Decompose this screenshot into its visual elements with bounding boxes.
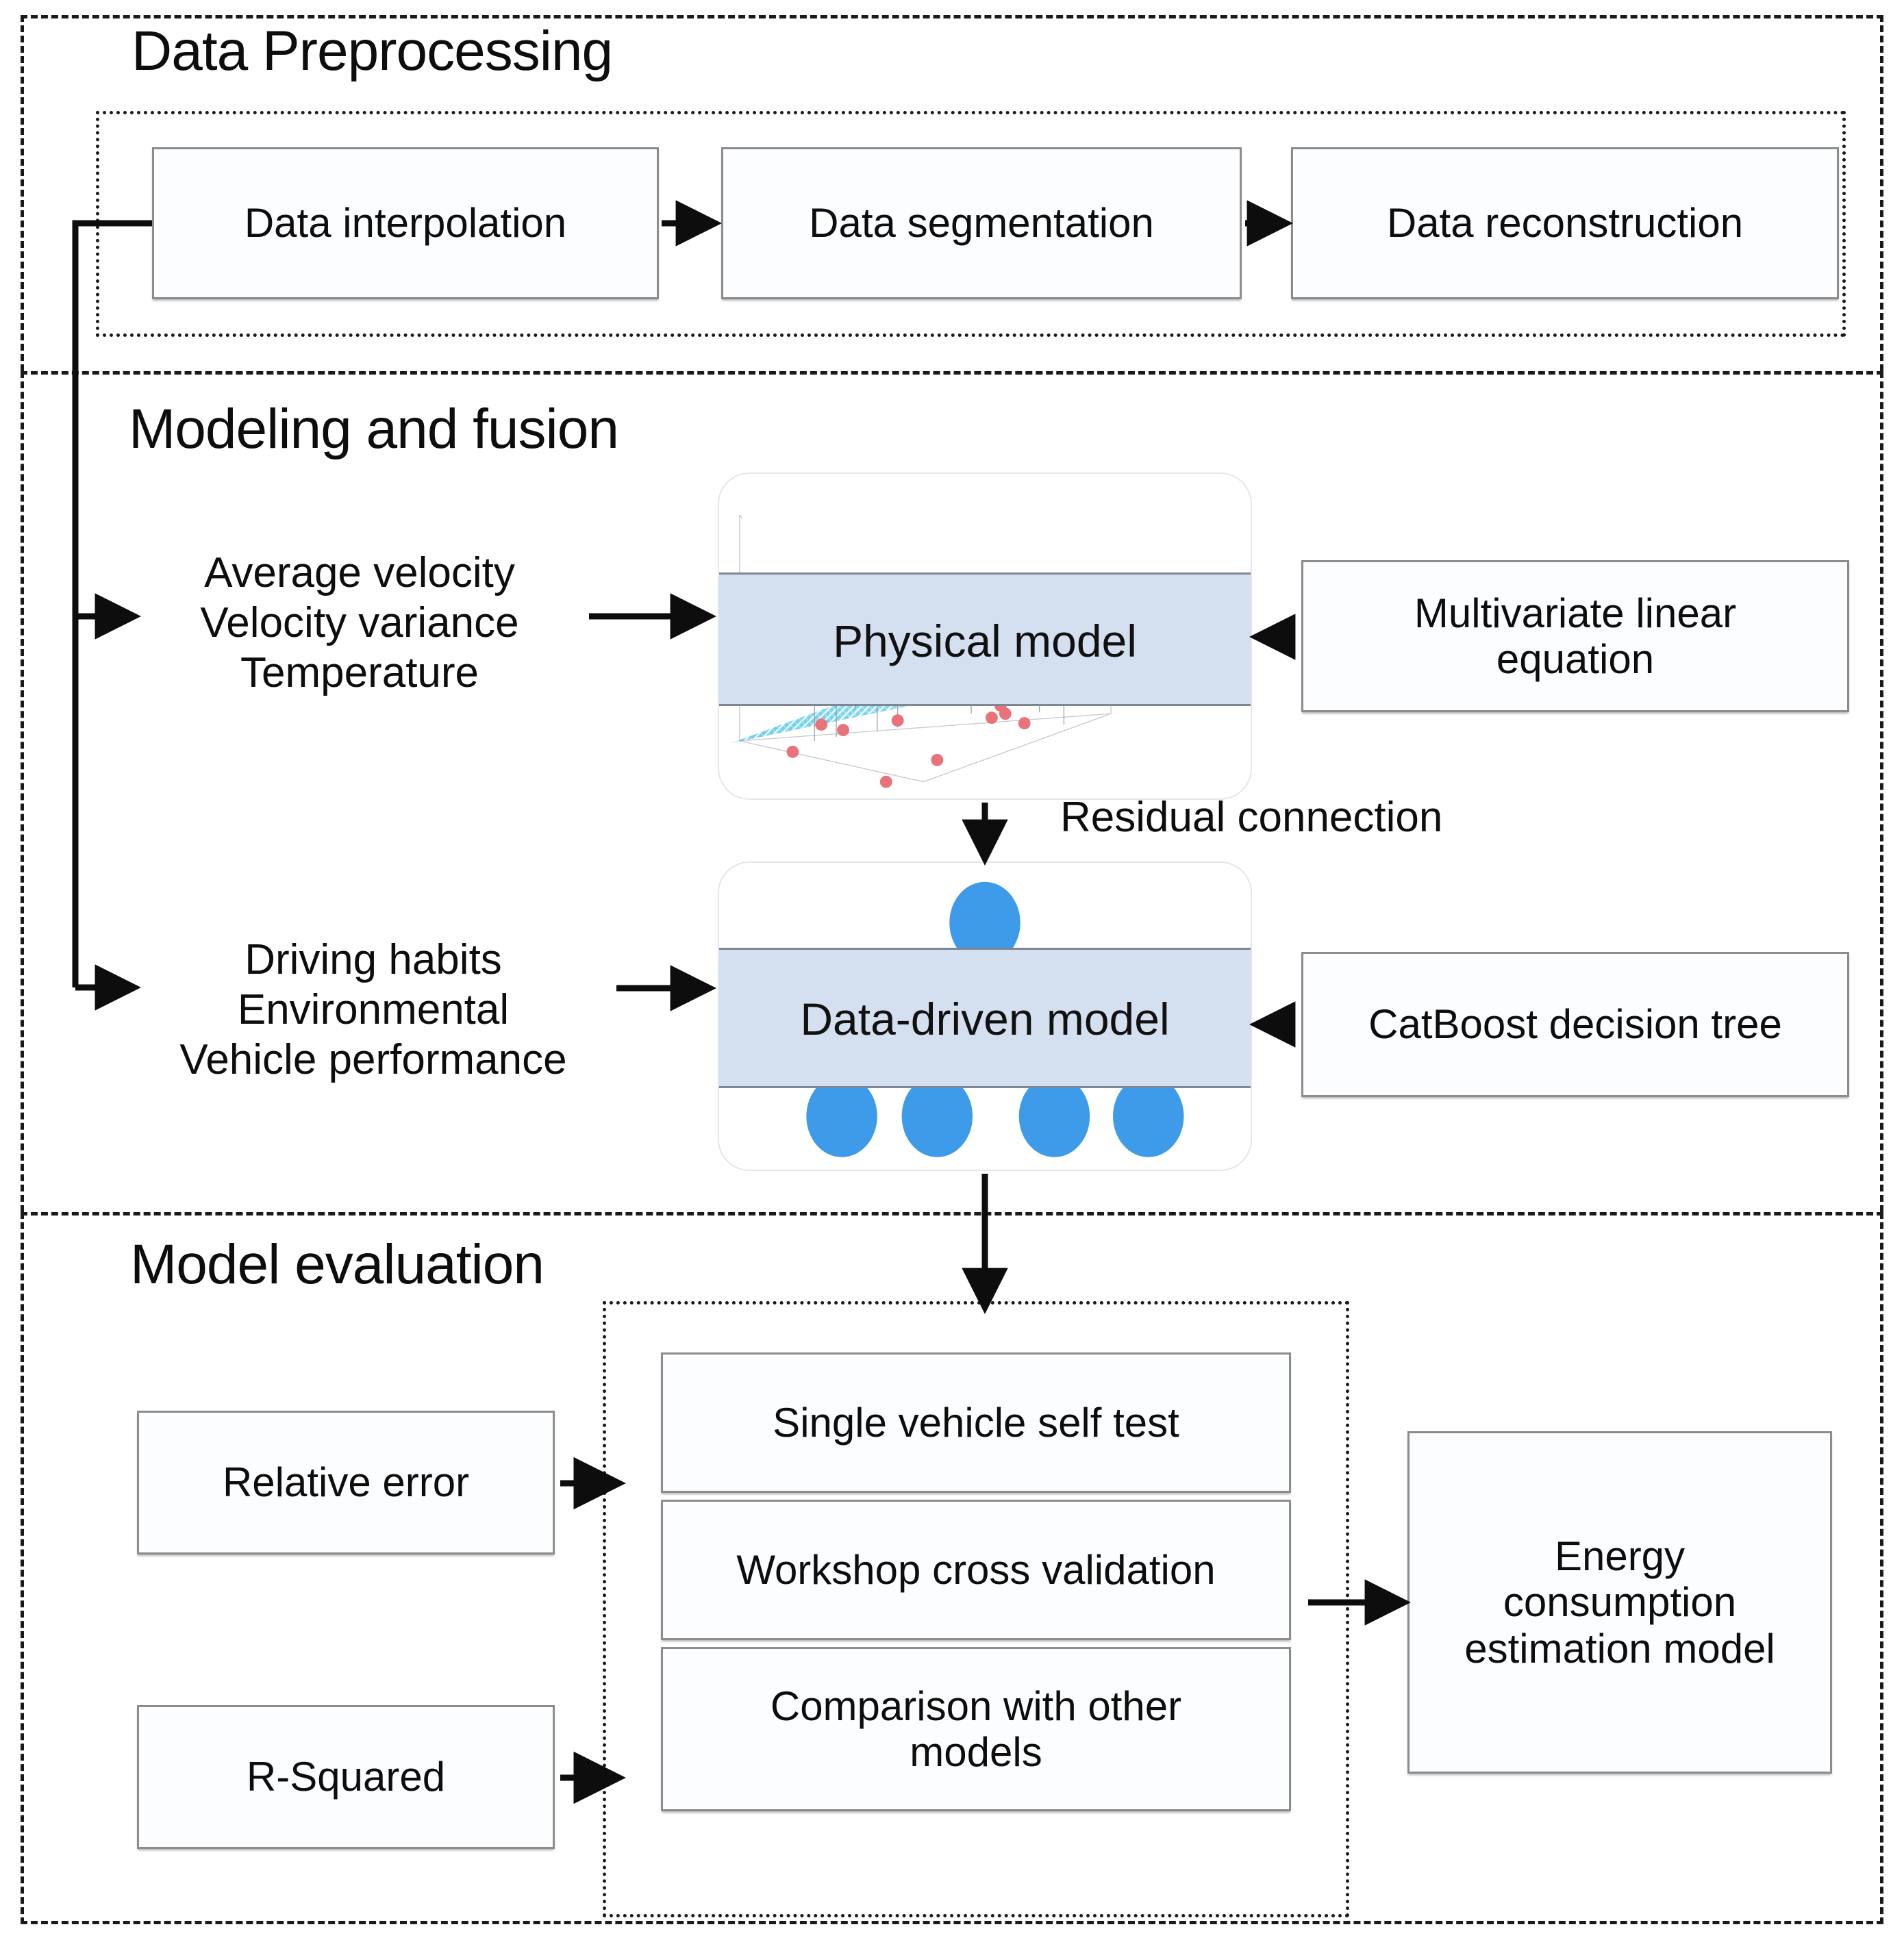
- box-multivariate-linear-equation[interactable]: Multivariate linear equation: [1301, 560, 1849, 712]
- box-energy-consumption-estimation-model-label: Energy consumption estimation model: [1464, 1533, 1775, 1672]
- box-data-segmentation[interactable]: Data segmentation: [721, 147, 1242, 299]
- section-title-preprocessing: Data Preprocessing: [131, 20, 613, 82]
- box-data-interpolation[interactable]: Data interpolation: [152, 147, 659, 299]
- box-energy-consumption-estimation-model[interactable]: Energy consumption estimation model: [1407, 1431, 1832, 1774]
- box-single-vehicle-self-test[interactable]: Single vehicle self test: [661, 1352, 1291, 1493]
- label-datadriven-inputs: Driving habits Environmental Vehicle per…: [179, 936, 567, 1084]
- label-data-driven-model: Data-driven model: [800, 994, 1170, 1044]
- box-data-reconstruction[interactable]: Data reconstruction: [1291, 147, 1839, 299]
- section-model-evaluation: [21, 1212, 1883, 1924]
- label-residual-connection: Residual connection: [1060, 794, 1443, 841]
- box-workshop-cross-validation[interactable]: Workshop cross validation: [661, 1500, 1291, 1640]
- label-physical-inputs: Average velocity Velocity variance Tempe…: [200, 549, 519, 697]
- box-catboost-decision-tree[interactable]: CatBoost decision tree: [1301, 952, 1849, 1097]
- box-relative-error[interactable]: Relative error: [137, 1411, 555, 1554]
- card-data-driven-model[interactable]: Data-driven model: [718, 861, 1252, 1171]
- box-multivariate-linear-equation-label: Multivariate linear equation: [1414, 590, 1737, 682]
- card-physical-model[interactable]: Physical model: [718, 473, 1252, 800]
- section-title-modeling: Modeling and fusion: [129, 398, 619, 460]
- section-title-evaluation: Model evaluation: [130, 1233, 544, 1296]
- section-data-preprocessing: [21, 15, 1883, 371]
- box-catboost-decision-tree-label: CatBoost decision tree: [1368, 1001, 1782, 1048]
- label-physical-model: Physical model: [833, 616, 1137, 666]
- box-comparison-with-other-models[interactable]: Comparison with other models: [661, 1647, 1291, 1811]
- box-r-squared[interactable]: R-Squared: [137, 1705, 555, 1849]
- section-modeling-and-fusion: [21, 371, 1883, 1212]
- box-comparison-with-other-models-label: Comparison with other models: [770, 1683, 1182, 1775]
